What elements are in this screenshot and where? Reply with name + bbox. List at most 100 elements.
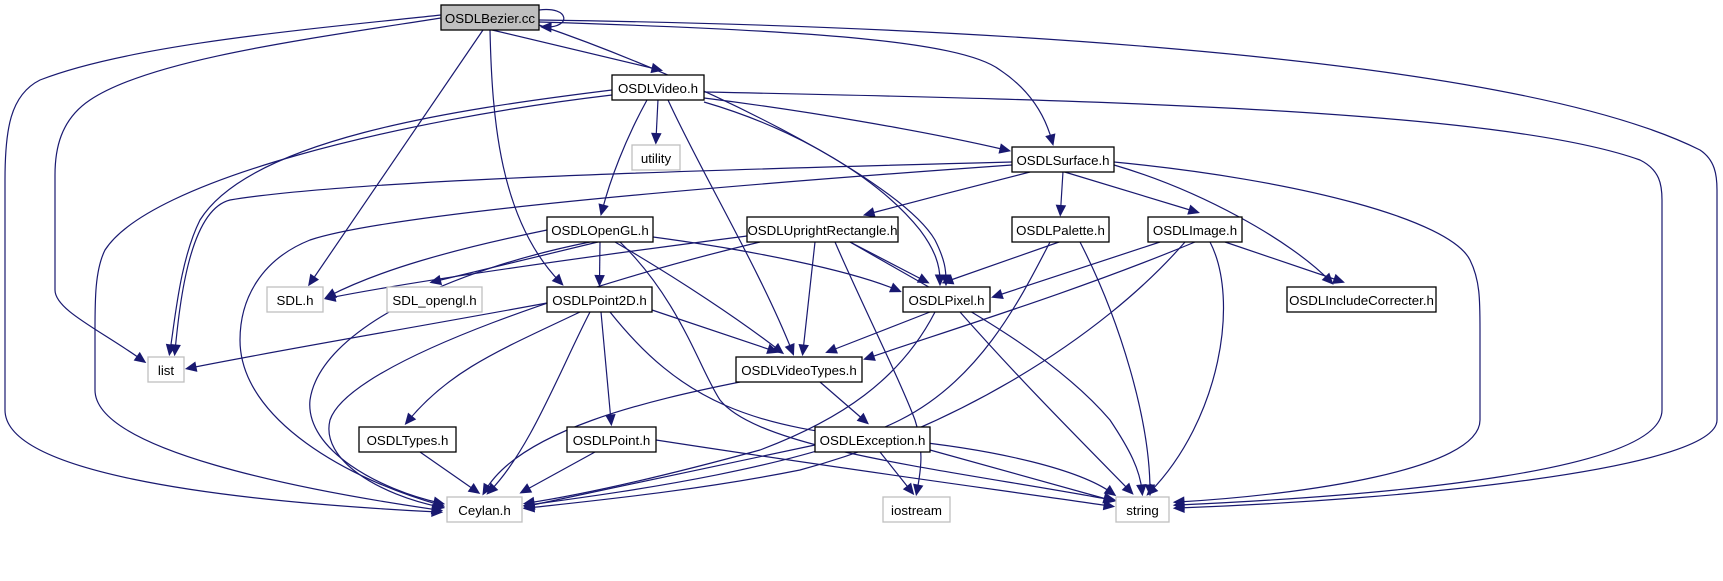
edge-line (527, 444, 816, 507)
node-label: OSDLPoint2D.h (552, 293, 647, 308)
node-label: OSDLPixel.h (908, 293, 984, 308)
arrowhead-icon (551, 273, 564, 286)
arrowhead-icon (941, 274, 955, 285)
edge-line (94, 94, 613, 511)
edge-opengl-to-pixel (652, 236, 902, 293)
edge-line (655, 99, 659, 140)
edge-uprect-to-pixel (849, 241, 930, 284)
arrowhead-icon (482, 482, 493, 496)
edge-point2d-to-types (404, 311, 581, 426)
node-label: OSDLSurface.h (1016, 153, 1109, 168)
node-label: OSDLIncludeCorrecter.h (1289, 293, 1434, 308)
node-image[interactable]: OSDLImage.h (1147, 216, 1243, 243)
node-box (1011, 216, 1110, 243)
edge-line (834, 241, 922, 492)
node-label: OSDLBezier.cc (445, 11, 536, 26)
edge-line (703, 97, 1007, 151)
edge-line (538, 24, 947, 282)
edge-line (538, 8, 565, 28)
node-inccorr[interactable]: OSDLIncludeCorrecter.h (1286, 286, 1437, 313)
arrowhead-icon (856, 412, 869, 425)
edge-line (527, 311, 936, 504)
node-point[interactable]: OSDLPoint.h (566, 426, 657, 453)
arrowhead-icon (825, 343, 838, 354)
edge-line (1059, 171, 1064, 212)
edge-video-to-list (165, 89, 613, 357)
node-label: OSDLException.h (820, 433, 926, 448)
edge-line (849, 241, 926, 282)
edge-point2d-to-point (600, 311, 616, 427)
edge-line (189, 302, 548, 369)
node-exception[interactable]: OSDLException.h (814, 426, 931, 453)
edge-uprect-to-string (849, 241, 1147, 497)
edge-line (1149, 241, 1225, 493)
node-label: OSDLVideo.h (618, 81, 698, 96)
edge-line (538, 19, 1718, 509)
arrowhead-icon (1332, 273, 1345, 284)
arrowhead-icon (605, 414, 616, 427)
edge-image-to-string (1146, 241, 1225, 496)
arrowhead-icon (170, 344, 181, 357)
edge-image-to-videotypes (863, 241, 1196, 361)
node-opengl[interactable]: OSDLOpenGL.h (546, 216, 654, 243)
edge-uprect-to-iostream (834, 241, 924, 497)
edge-line (523, 451, 596, 492)
node-videotypes[interactable]: OSDLVideoTypes.h (735, 356, 863, 383)
node-label: string (1126, 503, 1159, 518)
arrowhead-icon (594, 274, 605, 287)
arrowhead-icon (913, 483, 924, 497)
node-sdlgl: SDL_opengl.h (386, 286, 483, 313)
node-box (1147, 216, 1243, 243)
arrowhead-icon (1102, 493, 1116, 504)
arrowhead-icon (1136, 484, 1147, 497)
edge-point-to-ceylan (519, 451, 596, 494)
node-box (814, 426, 931, 453)
arrowhead-icon (308, 273, 320, 287)
arrowhead-icon (991, 288, 1004, 299)
edge-surface-to-palette (1055, 171, 1067, 217)
edge-line (600, 311, 612, 422)
arrowhead-icon (916, 273, 930, 284)
edge-point2d-to-videotypes (651, 309, 779, 354)
edge-line (174, 161, 1013, 352)
arrowhead-icon (798, 343, 809, 357)
node-ceylan: Ceylan.h (446, 496, 523, 523)
node-pixel[interactable]: OSDLPixel.h (902, 286, 991, 313)
edge-surface-to-list (170, 161, 1013, 357)
edge-bezier-to-string (538, 19, 1718, 514)
edge-image-to-inccorr (1224, 241, 1345, 284)
edge-line (1062, 170, 1196, 213)
node-box (147, 356, 185, 383)
node-video[interactable]: OSDLVideo.h (611, 74, 705, 101)
node-label: OSDLPalette.h (1016, 223, 1105, 238)
edge-line (489, 28, 659, 71)
edge-line (959, 311, 1131, 492)
edge-opengl-to-ceylan (309, 241, 591, 507)
node-bezier[interactable]: OSDLBezier.cc (440, 4, 540, 31)
edge-palette-to-string (1079, 241, 1156, 497)
node-label: SDL_opengl.h (392, 293, 476, 308)
node-surface[interactable]: OSDLSurface.h (1011, 146, 1115, 173)
edge-videotypes-to-ceylan (482, 381, 741, 496)
node-uprect[interactable]: OSDLUprightRectangle.h (746, 216, 899, 243)
edge-line (1079, 241, 1151, 492)
edge-line (614, 241, 781, 352)
edge-line (328, 241, 761, 508)
edge-line (619, 241, 1113, 501)
node-palette[interactable]: OSDLPalette.h (1011, 216, 1110, 243)
node-box (546, 216, 654, 243)
edge-line (652, 236, 898, 291)
node-box (386, 286, 483, 313)
edge-line (484, 381, 741, 492)
arrowhead-icon (1102, 499, 1116, 511)
edge-point-to-string (655, 439, 1116, 511)
arrowhead-icon (998, 143, 1012, 154)
node-box (735, 356, 863, 383)
arrowhead-icon (862, 207, 876, 218)
node-point2d[interactable]: OSDLPoint2D.h (546, 286, 653, 313)
node-types[interactable]: OSDLTypes.h (358, 426, 457, 453)
edge-line (4, 14, 442, 513)
edge-line (819, 381, 866, 422)
arrowhead-icon (1187, 204, 1200, 215)
arrowhead-icon (404, 412, 417, 426)
